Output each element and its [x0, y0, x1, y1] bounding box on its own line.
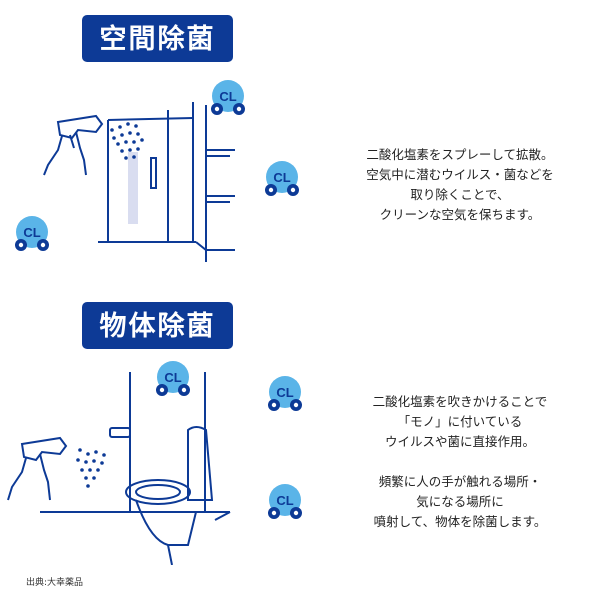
source-credit: 出典:大幸薬品: [26, 578, 84, 588]
description-line: 空気中に潜むウイルス・菌などを: [366, 167, 554, 182]
description-line: 噴射して、物体を除菌します。: [373, 514, 547, 529]
object-disinfection-illustration: CL CL CL: [7, 361, 302, 565]
description-line: クリーンな空気を保ちます。: [379, 207, 541, 222]
description-line: 二酸化塩素をスプレーして拡散。: [366, 147, 554, 162]
section1-title: 空間除菌: [99, 24, 216, 55]
cl-molecule-icon: CL: [268, 484, 302, 519]
cl-molecule-icon: CL: [156, 361, 190, 396]
description-line: [340, 452, 580, 472]
description-line: 取り除くことで、: [410, 187, 510, 202]
cl-label: CL: [164, 370, 181, 385]
spray-bottle-icon: [7, 436, 68, 501]
description-line: 二酸化塩素を吹きかけることで: [372, 394, 548, 409]
section2-description: 二酸化塩素を吹きかけることで 「モノ」に付いている ウイルスや菌に直接作用。 頻…: [340, 392, 580, 532]
description-line: 「モノ」に付いている: [397, 414, 523, 429]
section2-title-badge: 物体除菌: [82, 302, 233, 349]
section1-title-badge: 空間除菌: [82, 15, 233, 62]
section2-title: 物体除菌: [99, 311, 216, 342]
description-line: 気になる場所に: [416, 494, 504, 509]
cl-label: CL: [276, 493, 293, 508]
cl-molecule-icon: CL: [15, 216, 49, 251]
description-line: ウイルスや菌に直接作用。: [384, 434, 535, 449]
cl-label: CL: [219, 89, 236, 104]
cl-label: CL: [23, 225, 40, 240]
cl-molecule-icon: CL: [268, 376, 302, 411]
cl-label: CL: [273, 170, 290, 185]
section1-description: 二酸化塩素をスプレーして拡散。 空気中に潜むウイルス・菌などを 取り除くことで、…: [340, 145, 580, 225]
spray-bottle-icon: [43, 114, 104, 176]
spray-mist: [128, 152, 138, 224]
space-disinfection-illustration: CL CL CL: [15, 80, 299, 262]
cl-molecule-icon: CL: [211, 80, 245, 115]
cl-label: CL: [276, 385, 293, 400]
description-line: 頻繁に人の手が触れる場所・: [378, 474, 542, 489]
cl-molecule-icon: CL: [265, 161, 299, 196]
